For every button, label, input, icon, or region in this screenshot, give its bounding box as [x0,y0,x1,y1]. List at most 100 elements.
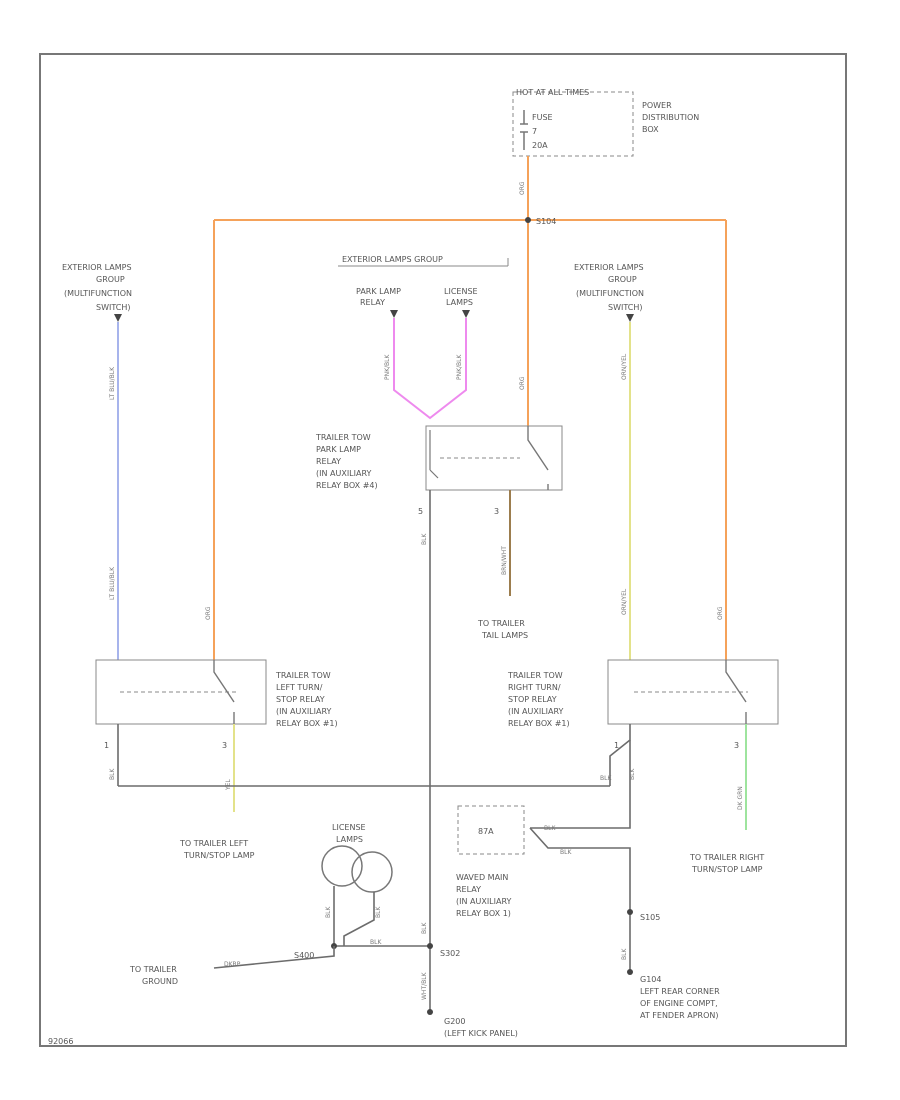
wire-label-g200-blk: WHT/BLK [421,971,428,1000]
ground-bus: BLK BLK [118,490,612,1012]
ground-g200-label-1: G200 [444,1017,465,1026]
license-lamps-label-2: LAMPS [336,835,363,844]
right-relay-pin-1: 1 [614,741,619,750]
ground-g200-label-2: (LEFT KICK PANEL) [444,1029,518,1038]
left-relay-pin-1: 1 [104,741,109,750]
park-relay-conn-1: PARK LAMP [356,287,401,296]
main-relay-label-2: RELAY [456,885,481,894]
diagram-id: 92066 [48,1037,73,1046]
diagram-frame [39,53,847,1047]
wire-label-pink-left: PNK/BLK [384,353,391,380]
ext-lamps-group-title: EXTERIOR LAMPS GROUP [342,255,443,264]
left-relay-label-5: RELAY BOX #1) [276,719,338,728]
right-turn-lamp-label-1: TO TRAILER RIGHT [689,853,764,862]
splice-s400-label: S400 [294,951,314,960]
wire-label-right-org: ORG [717,606,724,620]
right-turn-lamp-label-2: TURN/STOP LAMP [691,865,763,874]
park-relay-pin-3: 3 [494,507,499,516]
left-turn-lamp-label-1: TO TRAILER LEFT [179,839,248,848]
splice-s104-label: S104 [536,217,556,226]
wire-label-relay-blk: BLK [544,825,556,832]
main-relay-label-4: RELAY BOX 1) [456,909,511,918]
wire-label-fuse-out: ORG [519,181,526,195]
right-sensor-label-3: (MULTIFUNCTION [576,289,644,298]
ground-g104-label-4: AT FENDER APRON) [640,1011,719,1020]
splice-s104-dot [525,217,531,223]
wire-pink [393,318,467,420]
right-relay-pin-3: 3 [734,741,739,750]
main-relay-label-1: WAVED MAIN [456,873,508,882]
pdb-label-2: DISTRIBUTION [642,113,699,122]
left-relay-label-2: LEFT TURN/ [276,683,323,692]
wire-label-g104-blk: BLK [621,948,628,960]
wire-label-ground-left: BLK [109,768,116,780]
left-sensor-label-4: SWITCH) [96,303,131,312]
park-relay-switch-icon [527,426,549,490]
license-lamp-1-icon [321,845,363,887]
park-relay-conn-2: RELAY [360,298,385,307]
park-relay-label-5: RELAY BOX #4) [316,481,378,490]
park-relay-label-2: PARK LAMP [316,445,361,454]
splice-s302-label: S302 [440,949,460,958]
wire-relay-blk2 [529,827,631,972]
main-relay-box [457,805,525,855]
wire-label-trailer-gnd: DKRP [224,961,241,968]
right-sensor-conn-icon [626,314,634,322]
wire-label-bus: BLK [600,775,612,782]
right-sensor-label-2: GROUP [608,275,637,284]
splice-s105-label: S105 [640,913,660,922]
wire-right-ground [609,724,631,786]
left-relay-label-1: TRAILER TOW [275,671,331,680]
right-sensor-label-4: SWITCH) [608,303,643,312]
wire-label-left-blu-lower: LT BLU/BLK [109,566,116,600]
left-relay-box [95,659,267,725]
wire-label-right-yel: ORN/YEL [621,353,628,380]
main-relay-87a: 87A [478,827,494,836]
wire-label-gnd-blk2: BLK [421,922,428,934]
pdb-label-1: POWER [642,101,672,110]
wire-label-pink-right: PNK/BLK [456,353,463,380]
wire-label-gnd-blk: BLK [370,939,382,946]
license-lamps-label-1: LICENSE [332,823,366,832]
fuse-label: FUSE [532,113,553,122]
wire-label-lic-2: BLK [375,906,382,918]
pdb-label-3: BOX [642,125,659,134]
left-sensor-label-3: (MULTIFUNCTION [64,289,132,298]
ground-g104-label-1: G104 [640,975,661,984]
wire-label-lic-1: BLK [325,906,332,918]
wire-label-left-blu: LT BLU/BLK [109,366,116,400]
right-relay-label-3: STOP RELAY [508,695,557,704]
wire-label-left-yel: YEL [225,779,232,791]
left-sensor-label-2: GROUP [96,275,125,284]
fuse-amps: 20A [532,141,548,150]
license-lamps: LICENSE LAMPS BLK BLK [321,823,393,946]
left-turn-lamp-label-2: TURN/STOP LAMP [183,851,255,860]
wire-label-right-grn: DK GRN [737,786,744,810]
right-relay-box [607,659,779,725]
ground-splices: BLK S400 S302 BLK DKRP TO TRAILER GROUND… [129,909,720,1038]
splice-s302-dot [427,943,433,949]
right-relay-switch-icon [725,660,747,724]
license-conn-2: LAMPS [446,298,473,307]
tail-lamps-label-1: TO TRAILER [477,619,525,628]
ext-lamps-group-bracket [338,258,509,267]
fuse-box-outline [512,91,634,157]
wire-label-ground-right: BLK [629,768,636,780]
fuse-box-header: HOT AT ALL TIMES [516,88,589,97]
right-relay-label-2: RIGHT TURN/ [508,683,561,692]
right-relay-label-4: (IN AUXILIARY [508,707,564,716]
ground-g104-dot [627,969,633,975]
park-relay-coil-icon [429,430,439,479]
exterior-lamps-group: EXTERIOR LAMPS GROUP PARK LAMP RELAY LIC… [338,255,509,420]
trailer-ground-label-2: GROUND [142,977,178,986]
right-relay-label-5: RELAY BOX #1) [508,719,570,728]
main-relay-label-3: (IN AUXILIARY [456,897,512,906]
park-relay-conn-icon [390,310,398,318]
license-conn-icon [462,310,470,318]
tail-lamps-label-2: TAIL LAMPS [481,631,528,640]
ground-g104-label-3: OF ENGINE COMPT, [640,999,718,1008]
wire-relay-blk [530,740,631,829]
fuse-symbol-icon [520,110,528,150]
left-relay-label-3: STOP RELAY [276,695,325,704]
